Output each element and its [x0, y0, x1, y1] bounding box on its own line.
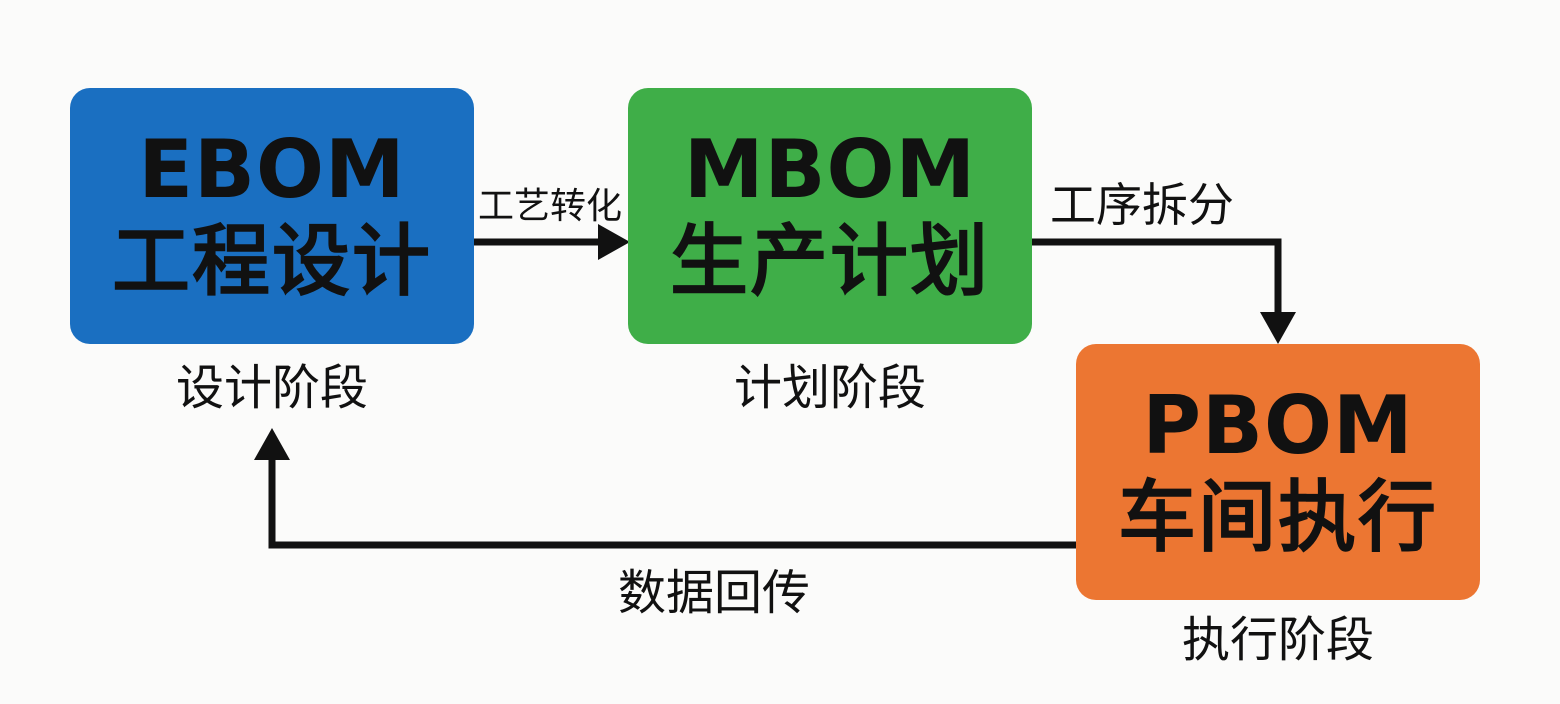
- ebom-code: EBOM: [138, 123, 406, 216]
- edge-label-data-feedback: 数据回传: [618, 565, 811, 621]
- pbom-stage-label: 执行阶段: [1181, 612, 1374, 668]
- mbom-node: MBOM 生产计划: [628, 88, 1032, 344]
- arrow-ebom-to-mbom: [474, 224, 630, 260]
- mbom-title: 生产计划: [669, 217, 990, 307]
- arrow-pbom-to-ebom: [254, 428, 1076, 549]
- pbom-node: PBOM 车间执行: [1076, 344, 1480, 600]
- ebom-stage-label: 设计阶段: [175, 360, 368, 416]
- arrow-mbom-to-pbom: [1032, 238, 1296, 344]
- edge-label-operation-split: 工序拆分: [1050, 178, 1234, 232]
- ebom-title: 工程设计: [111, 217, 432, 307]
- pbom-code: PBOM: [1142, 379, 1414, 472]
- mbom-code: MBOM: [683, 123, 977, 216]
- ebom-node: EBOM 工程设计: [70, 88, 474, 344]
- mbom-stage-label: 计划阶段: [733, 360, 926, 416]
- pbom-title: 车间执行: [1117, 473, 1438, 563]
- edge-label-process-conversion: 工艺转化: [478, 186, 623, 227]
